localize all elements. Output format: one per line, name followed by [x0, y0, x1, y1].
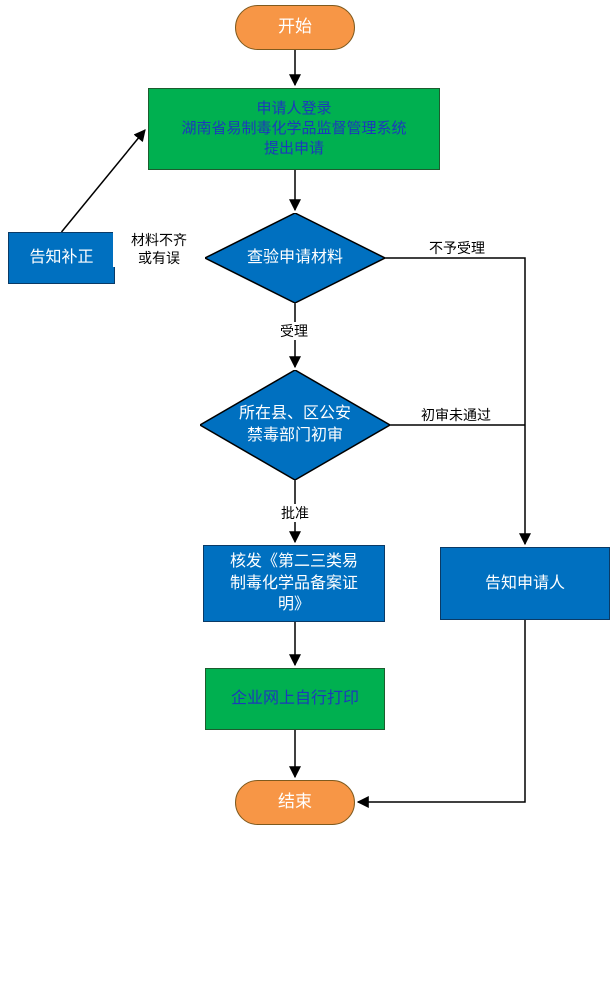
node-end: 结束: [235, 780, 355, 825]
node-issue-certificate: 核发《第二三类易 制毒化学品备案证 明》: [203, 545, 385, 622]
edge-notify-correction-to-login: [60, 129, 146, 233]
node-self-print: 企业网上自行打印: [205, 668, 385, 730]
node-initial-review: 所在县、区公安 禁毒部门初审: [200, 370, 390, 480]
edge-label-review-failed: 初审未通过: [414, 406, 498, 424]
node-start: 开始: [235, 5, 355, 50]
node-check-materials: 查验申请材料: [205, 213, 385, 303]
initial-review-label: 所在县、区公安 禁毒部门初审: [238, 404, 351, 444]
edge-label-approved: 批准: [267, 504, 323, 522]
edge-label-not-accepted: 不予受理: [417, 239, 497, 257]
edge-label-accepted: 受理: [266, 322, 322, 340]
edge-notify-applicant-to-end: [356, 620, 526, 808]
decision-diamond-shape: [205, 213, 385, 303]
decision-diamond-shape: [200, 370, 390, 480]
edge-label-materials-incomplete: 材料不齐 或有误: [113, 231, 205, 267]
check-materials-label: 查验申请材料: [246, 248, 343, 266]
edge-check-to-notify-applicant: [385, 257, 531, 546]
node-login-submit: 申请人登录 湖南省易制毒化学品监督管理系统 提出申请: [148, 88, 440, 170]
node-notify-applicant: 告知申请人: [440, 547, 610, 620]
node-notify-correction: 告知补正: [8, 232, 115, 284]
